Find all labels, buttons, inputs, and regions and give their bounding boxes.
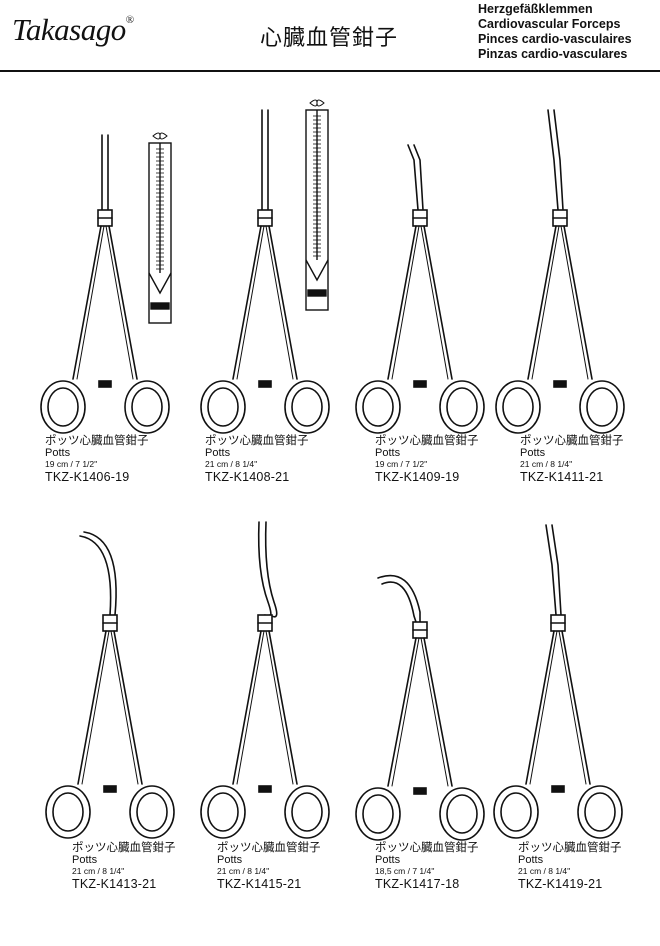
page-header: Takasago® 心臓血管鉗子 Herzgefäßklemmen Cardio… — [0, 0, 660, 72]
product-name-jp: ポッツ心臓血管鉗子 — [205, 433, 309, 447]
product-size: 21 cm / 8 1/4'' — [205, 459, 258, 469]
product-code: TKZ-K1419-21 — [518, 877, 603, 891]
forceps-illustration — [200, 521, 330, 839]
product-size: 18,5 cm / 7 1/4'' — [375, 866, 435, 876]
forceps-illustration — [495, 109, 625, 434]
product-code: TKZ-K1413-21 — [72, 877, 157, 891]
product-code: TKZ-K1415-21 — [217, 877, 302, 891]
product-size: 19 cm / 7 1/2'' — [45, 459, 98, 469]
forceps-illustration — [355, 144, 485, 434]
product-brand: Potts — [518, 854, 544, 866]
jaw-detail-illustration — [305, 99, 329, 311]
product-size: 21 cm / 8 1/4'' — [217, 866, 270, 876]
product-code: TKZ-K1409-19 — [375, 470, 460, 484]
forceps-illustration — [200, 109, 330, 434]
brand-logo: Takasago® — [12, 12, 134, 47]
product-name-jp: ポッツ心臓血管鉗子 — [217, 840, 321, 854]
title-english: Cardiovascular Forceps — [478, 17, 621, 31]
product-name-jp: ポッツ心臓血管鉗子 — [518, 840, 622, 854]
title-block: Herzgefäßklemmen Cardiovascular Forceps … — [478, 2, 658, 62]
product-code: TKZ-K1411-21 — [520, 470, 604, 484]
product-size: 21 cm / 8 1/4'' — [72, 866, 125, 876]
product-name-jp: ポッツ心臓血管鉗子 — [45, 433, 149, 447]
title-french: Pinces cardio-vasculaires — [478, 32, 632, 46]
forceps-illustration — [355, 574, 485, 841]
product-size: 21 cm / 8 1/4'' — [520, 459, 573, 469]
product-brand: Potts — [217, 854, 243, 866]
product-code: TKZ-K1417-18 — [375, 877, 460, 891]
jaw-detail-illustration — [148, 132, 172, 324]
product-name-jp: ポッツ心臓血管鉗子 — [375, 840, 479, 854]
product-brand: Potts — [45, 447, 71, 459]
product-brand: Potts — [375, 854, 401, 866]
product-name-jp: ポッツ心臓血管鉗子 — [375, 433, 479, 447]
product-code: TKZ-K1408-21 — [205, 470, 290, 484]
product-name-jp: ポッツ心臓血管鉗子 — [520, 433, 624, 447]
header-divider — [0, 70, 660, 72]
forceps-illustration — [40, 134, 170, 434]
product-size: 19 cm / 7 1/2'' — [375, 459, 428, 469]
product-brand: Potts — [72, 854, 98, 866]
product-name-jp: ポッツ心臓血管鉗子 — [72, 840, 176, 854]
product-size: 21 cm / 8 1/4'' — [518, 866, 571, 876]
product-code: TKZ-K1406-19 — [45, 470, 130, 484]
forceps-illustration — [45, 531, 175, 839]
product-brand: Potts — [520, 447, 546, 459]
forceps-illustration — [493, 524, 623, 839]
product-brand: Potts — [205, 447, 231, 459]
title-german: Herzgefäßklemmen — [478, 2, 593, 16]
product-brand: Potts — [375, 447, 401, 459]
title-japanese: 心臓血管鉗子 — [260, 26, 399, 51]
title-spanish: Pinzas cardio-vasculares — [478, 47, 628, 61]
